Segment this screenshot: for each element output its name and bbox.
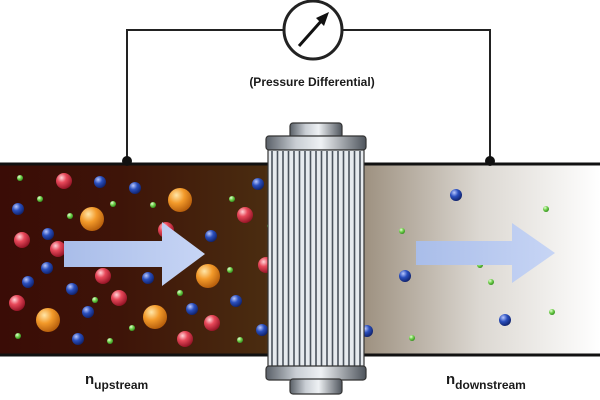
blue-particle bbox=[499, 314, 511, 326]
downstream-flow-arrow-icon bbox=[416, 223, 555, 283]
gauge-label: (Pressure Differential) bbox=[249, 75, 374, 89]
red-particle bbox=[177, 331, 193, 347]
green-particle bbox=[409, 335, 415, 341]
blue-particle bbox=[66, 283, 78, 295]
blue-particle bbox=[72, 333, 84, 345]
upstream-label: nupstream bbox=[85, 371, 148, 392]
green-particle bbox=[549, 309, 555, 315]
red-particle bbox=[204, 315, 220, 331]
blue-particle bbox=[42, 228, 54, 240]
green-particle bbox=[67, 213, 73, 219]
pressure-gauge-icon bbox=[282, 0, 344, 61]
blue-particle bbox=[142, 272, 154, 284]
orange-particle bbox=[168, 188, 192, 212]
downstream-sensing-line bbox=[343, 29, 491, 160]
green-particle bbox=[129, 325, 135, 331]
downstream-label: ndownstream bbox=[446, 371, 526, 392]
green-particle bbox=[110, 201, 116, 207]
blue-particle bbox=[256, 324, 268, 336]
green-particle bbox=[399, 228, 405, 234]
green-particle bbox=[237, 337, 243, 343]
upstream-sensing-line bbox=[126, 29, 283, 160]
orange-particle bbox=[196, 264, 220, 288]
blue-particle bbox=[41, 262, 53, 274]
red-particle bbox=[50, 241, 66, 257]
upstream-tap-point bbox=[122, 156, 132, 166]
green-particle bbox=[107, 338, 113, 344]
blue-particle bbox=[12, 203, 24, 215]
blue-particle bbox=[399, 270, 411, 282]
orange-particle bbox=[143, 305, 167, 329]
green-particle bbox=[177, 290, 183, 296]
red-particle bbox=[237, 207, 253, 223]
red-particle bbox=[56, 173, 72, 189]
red-particle bbox=[95, 268, 111, 284]
red-particle bbox=[14, 232, 30, 248]
blue-particle bbox=[230, 295, 242, 307]
red-particle bbox=[9, 295, 25, 311]
downstream-tap-point bbox=[485, 156, 495, 166]
downstream-label-main: n bbox=[446, 371, 455, 388]
green-particle bbox=[229, 196, 235, 202]
blue-particle bbox=[82, 306, 94, 318]
blue-particle bbox=[22, 276, 34, 288]
particles-layer bbox=[9, 172, 555, 347]
green-particle bbox=[17, 175, 23, 181]
upstream-flow-arrow-icon bbox=[64, 222, 205, 286]
red-particle bbox=[111, 290, 127, 306]
green-particle bbox=[227, 267, 233, 273]
green-particle bbox=[15, 333, 21, 339]
orange-particle bbox=[36, 308, 60, 332]
blue-particle bbox=[252, 178, 264, 190]
filter-cartridge-icon bbox=[265, 122, 367, 395]
green-particle bbox=[92, 297, 98, 303]
upstream-label-sub: upstream bbox=[94, 378, 148, 392]
orange-particle bbox=[80, 207, 104, 231]
upstream-label-main: n bbox=[85, 371, 94, 388]
blue-particle bbox=[129, 182, 141, 194]
blue-particle bbox=[94, 176, 106, 188]
blue-particle bbox=[450, 189, 462, 201]
downstream-label-sub: downstream bbox=[455, 378, 526, 392]
green-particle bbox=[543, 206, 549, 212]
blue-particle bbox=[205, 230, 217, 242]
green-particle bbox=[150, 202, 156, 208]
green-particle bbox=[37, 196, 43, 202]
blue-particle bbox=[186, 303, 198, 315]
green-particle bbox=[488, 279, 494, 285]
